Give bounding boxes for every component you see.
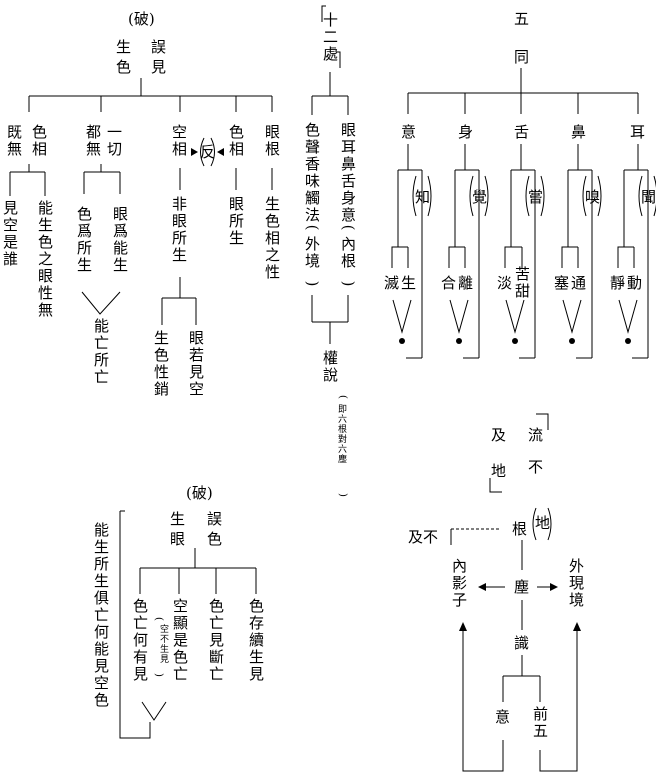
mid-left-col: 色聲香味觸法: [303, 122, 321, 224]
tl-left-bottom: 色: [116, 58, 132, 76]
bl-left-top: 生: [170, 510, 186, 528]
br-ji: 及: [491, 426, 507, 444]
tl-branch5-a: 眼根: [263, 124, 281, 158]
br-yi: 意: [495, 708, 511, 726]
bl-note-open: (: [152, 617, 164, 621]
tl-right-top: 誤: [151, 38, 167, 56]
br-shi: 識: [514, 634, 530, 652]
tr-func-5: 聞: [641, 188, 656, 206]
tr-root-5: 耳: [630, 123, 646, 141]
bl-heading: (破): [186, 484, 213, 502]
tl-branch1-sub-b: 能生色之眼性無: [36, 200, 54, 319]
bl-note-close: ): [152, 673, 164, 677]
mid-right-close-paren: ): [339, 280, 358, 287]
tr-pair-4a: 塞: [554, 274, 570, 292]
tl-branch1-b: 色相: [30, 124, 48, 158]
br-flow: 流: [528, 426, 544, 444]
tl-branch2-b: 一切: [105, 124, 123, 158]
tl-branch4-a: 色相: [227, 124, 245, 158]
tr-pair-2a: 合: [441, 274, 457, 292]
tl-branch1-a: 既無: [5, 124, 23, 158]
tr-root-3: 舌: [514, 123, 530, 141]
tl-heading: (破): [128, 10, 155, 28]
br-di: 地: [491, 462, 507, 480]
tl-branch2-sub-b: 眼爲能生: [111, 206, 129, 274]
tr-pair-2b: 離: [458, 274, 474, 292]
mid-title: 十二處: [321, 12, 339, 63]
br-inner: 內影子: [450, 558, 468, 609]
tr-pair-3b: 苦甜: [513, 266, 531, 300]
tl-branch3-b: 非眼所生: [170, 196, 188, 264]
br-bu: 不: [528, 458, 544, 476]
mid-bottom-note: 即六根對六塵: [336, 404, 346, 464]
tl-branch1-sub-a: 見空是誰: [1, 200, 19, 268]
bl-branch-3: 色亡見斷亡: [207, 598, 225, 683]
mid-bottom: 權說: [321, 350, 339, 384]
mid-left-paren: 外境: [303, 236, 321, 270]
tr-pair-4b: 通: [571, 274, 587, 292]
tr-root-4: 鼻: [571, 123, 587, 141]
tr-title-bottom: 同: [514, 48, 530, 66]
tl-branch5-b: 生色相之性: [263, 196, 281, 281]
tr-pair-3a: 淡: [497, 274, 513, 292]
br-qian-wu: 前五: [531, 706, 549, 740]
br-outer: 外現境: [567, 558, 585, 609]
tl-branch2-a: 都無: [84, 124, 102, 158]
bl-branch-4: 色存續生見: [247, 598, 265, 683]
bl-branch-1: 色亡何有見: [131, 598, 149, 683]
bl-right-top: 誤: [207, 510, 223, 528]
bl-left-bottom: 眼: [170, 530, 186, 548]
tr-func-4: 嗅: [585, 188, 601, 206]
mid-left-close-paren: ): [303, 280, 322, 287]
tr-pair-1a: 滅: [384, 274, 400, 292]
br-ji-bu: 及不: [408, 528, 439, 546]
tl-branch3-sub-b: 眼若見空: [187, 330, 205, 398]
tr-root-1: 意: [401, 123, 417, 141]
br-chen: 塵: [514, 578, 530, 596]
tl-branch4-b: 眼所生: [227, 196, 245, 247]
mid-note-close: ): [336, 493, 348, 497]
tr-title-top: 五: [514, 10, 530, 28]
tr-func-2: 覺: [472, 188, 488, 206]
bl-branch-2: 空顯是色亡: [171, 598, 189, 683]
bl-note: 空不生見: [158, 624, 168, 664]
br-gen: 根: [512, 520, 528, 538]
tl-left-top: 生: [116, 38, 132, 56]
mid-left-open-paren: (: [303, 224, 322, 231]
tr-func-1: 知: [415, 188, 431, 206]
tl-branch3-a: 空相: [170, 124, 188, 158]
tl-branch2-sub-a: 色爲所生: [75, 206, 93, 274]
mid-right-paren: 內根: [339, 236, 357, 270]
bl-right-bottom: 色: [207, 530, 223, 548]
br-di-paren: 地: [535, 514, 551, 532]
tr-pair-1b: 生: [401, 274, 417, 292]
mid-right-open-paren: (: [339, 224, 358, 231]
tr-pair-5b: 動: [627, 274, 643, 292]
tl-branch2-merge: 能亡所亡: [92, 318, 110, 386]
tr-func-3: 嘗: [528, 188, 544, 206]
mid-note-open: (: [336, 395, 348, 399]
tl-branch3-sub-a: 生色性銷: [152, 330, 170, 398]
tr-root-2: 身: [458, 123, 474, 141]
tr-pair-5a: 靜: [610, 274, 626, 292]
tl-branch3-fan: 反: [200, 143, 216, 161]
tl-right-bottom: 見: [151, 58, 167, 76]
mid-right-col: 眼耳鼻舌身意: [339, 122, 357, 224]
bl-side: 能生所生俱亡何能見空色: [92, 522, 110, 709]
